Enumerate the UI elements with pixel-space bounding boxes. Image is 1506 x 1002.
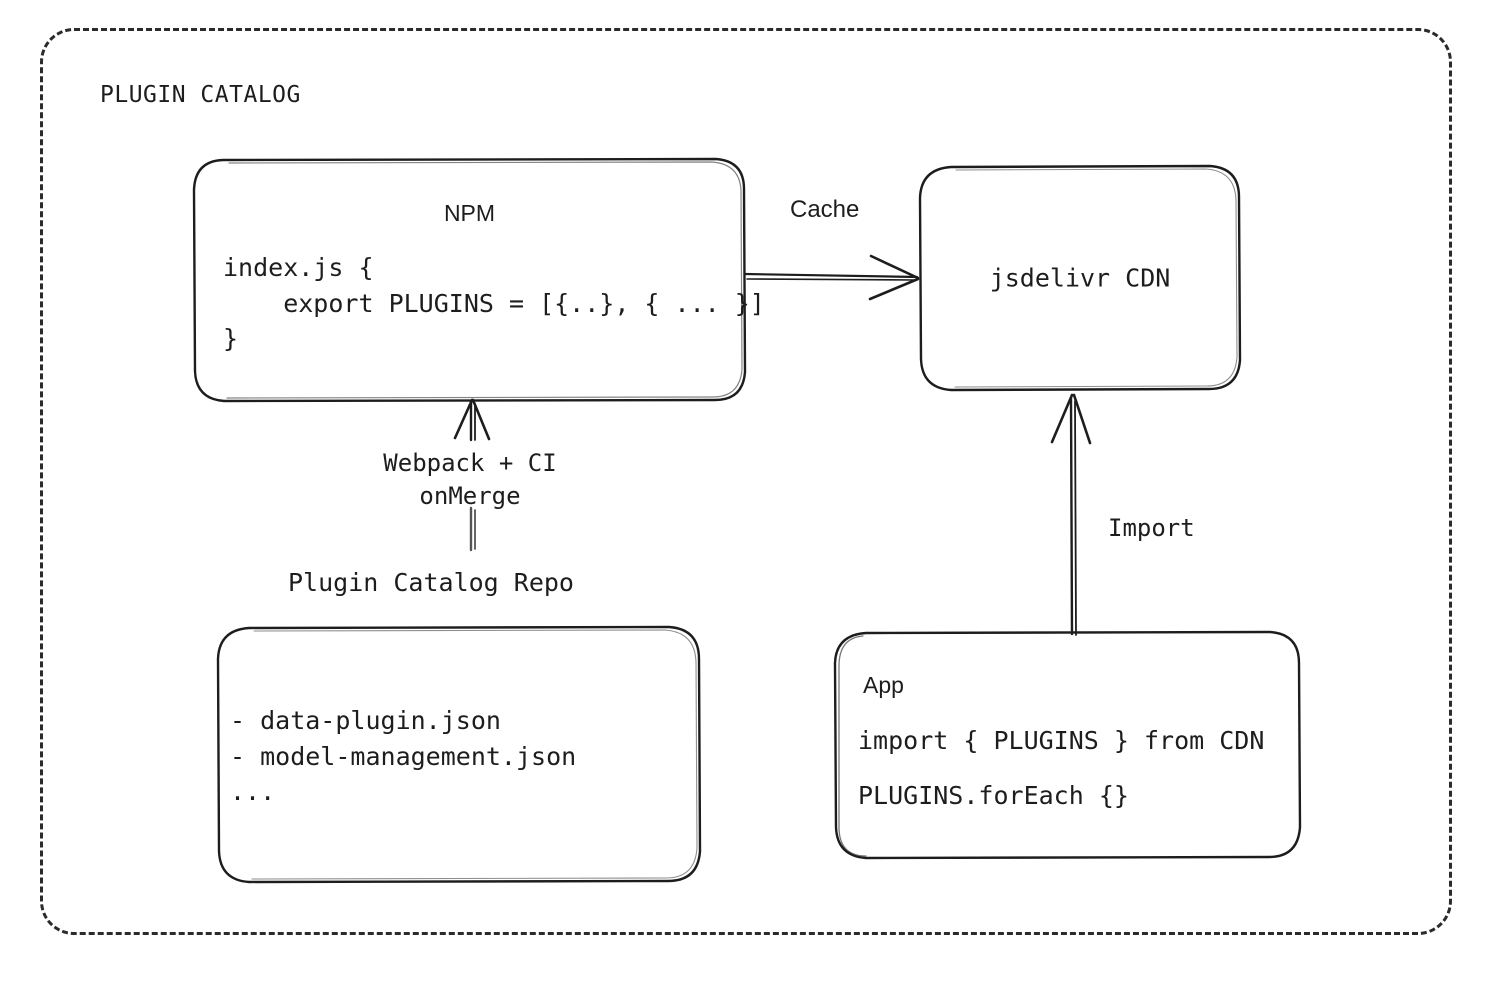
edge-label-webpack-ci-line2: onMerge xyxy=(419,482,521,511)
npm-box-outline xyxy=(192,157,747,403)
plugin-catalog-title: PLUGIN CATALOG xyxy=(100,82,301,108)
edge-label-cache: Cache xyxy=(790,196,860,223)
npm-box-outline-sketch xyxy=(226,161,743,399)
npm-title: NPM xyxy=(443,200,496,226)
repo-box-outline-sketch xyxy=(251,629,698,880)
edge-label-webpack-ci: Webpack + CI onMerge xyxy=(370,447,570,513)
repo-file-list: - data-plugin.json - model-management.js… xyxy=(230,703,576,810)
plugin-catalog-container xyxy=(40,28,1452,935)
repo-file-item: ... xyxy=(230,777,276,806)
app-title: App xyxy=(863,672,904,698)
npm-code-line: index.js { xyxy=(223,253,374,282)
npm-code-line: export PLUGINS = [{..}, { ... }] xyxy=(223,288,765,318)
repo-label: Plugin Catalog Repo xyxy=(288,568,574,597)
repo-box-outline xyxy=(216,625,702,884)
app-box-outline-sketch xyxy=(838,635,867,857)
cdn-title: jsdelivr CDN xyxy=(989,263,1171,293)
app-code-line: PLUGINS.forEach {} xyxy=(858,781,1129,810)
repo-file-item: - data-plugin.json xyxy=(230,706,501,735)
repo-file-item: - model-management.json xyxy=(230,741,577,771)
edge-label-import: Import xyxy=(1108,514,1195,542)
cdn-box-outline-sketch xyxy=(954,168,1238,388)
app-box-outline xyxy=(833,630,1302,860)
cdn-box-outline xyxy=(918,164,1242,392)
app-code-line: import { PLUGINS } from CDN xyxy=(858,726,1265,755)
npm-code-line: } xyxy=(223,324,239,353)
node-npm[interactable]: NPM index.js { export PLUGINS = [{..}, {… xyxy=(192,157,765,403)
npm-code-block: index.js { export PLUGINS = [{..}, { ...… xyxy=(223,250,765,357)
node-plugin-catalog-repo[interactable]: - data-plugin.json - model-management.js… xyxy=(216,625,702,884)
node-jsdelivr-cdn[interactable]: jsdelivr CDN xyxy=(918,164,1242,392)
app-code-block: import { PLUGINS } from CDN PLUGINS.forE… xyxy=(858,728,1264,808)
edge-label-webpack-ci-line1: Webpack + CI xyxy=(383,449,557,477)
node-app[interactable]: App import { PLUGINS } from CDN PLUGINS.… xyxy=(833,630,1302,860)
